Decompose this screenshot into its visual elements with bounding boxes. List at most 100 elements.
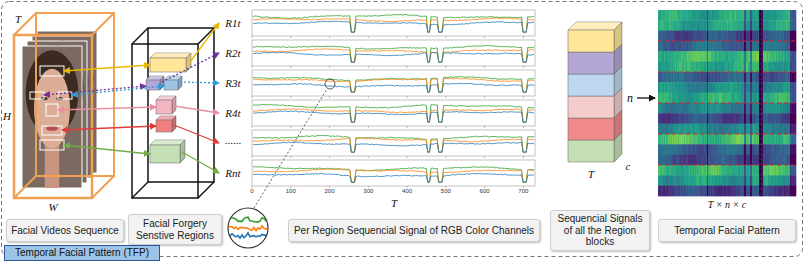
heatmap-cell — [773, 93, 774, 104]
heatmap-cell — [700, 113, 701, 124]
tick-mark — [368, 36, 369, 38]
heatmap-cell — [766, 41, 767, 52]
heatmap-cell — [733, 113, 734, 124]
heatmap-cell — [737, 41, 738, 52]
region-box — [46, 104, 58, 116]
heatmap-cell — [736, 10, 737, 21]
heatmap-cell — [658, 51, 659, 62]
heatmap-cell — [696, 113, 697, 124]
heatmap-cell — [754, 31, 755, 42]
heatmap-cell — [680, 113, 681, 124]
heatmap-cell — [752, 20, 753, 31]
heatmap-cell — [792, 51, 793, 62]
heatmap-cell — [718, 51, 719, 62]
heatmap-cell — [680, 62, 681, 73]
heatmap-cell — [729, 20, 730, 31]
heatmap-cell — [720, 31, 721, 42]
heatmap-cell — [758, 41, 759, 52]
heatmap-cell — [710, 41, 711, 52]
heatmap-cell — [735, 10, 736, 21]
heatmap-cell — [791, 134, 792, 145]
heatmap-cell — [745, 51, 746, 62]
heatmap-cell — [724, 93, 725, 104]
heatmap-cell — [782, 72, 783, 83]
heatmap-cell — [729, 103, 730, 114]
signal-line — [253, 15, 534, 33]
heatmap-cell — [716, 93, 717, 104]
heatmap-cell — [695, 62, 696, 73]
heatmap-cell — [740, 51, 741, 62]
heatmap-cell — [716, 124, 717, 135]
heatmap-cell — [736, 134, 737, 145]
heatmap-cell — [685, 20, 686, 31]
heatmap-cell — [734, 20, 735, 31]
heatmap-cell — [779, 41, 780, 52]
heatmap-cell — [758, 20, 759, 31]
heatmap-cell — [788, 20, 789, 31]
heatmap-cell — [764, 103, 765, 114]
heatmap-cell — [703, 51, 704, 62]
heatmap-cell — [791, 62, 792, 73]
heatmap-cell — [683, 72, 684, 83]
heatmap-cell — [677, 31, 678, 42]
heatmap-cell — [743, 134, 744, 145]
heatmap-cell — [710, 51, 711, 62]
neck — [45, 143, 59, 188]
heatmap-cell — [745, 20, 746, 31]
heatmap-cell — [689, 62, 690, 73]
heatmap-cell — [749, 41, 750, 52]
heatmap-cell — [716, 20, 717, 31]
heatmap-cell — [717, 51, 718, 62]
heatmap-cell — [707, 51, 708, 62]
heatmap-cell — [698, 41, 699, 52]
heatmap-cell — [670, 113, 671, 124]
heatmap-cell — [752, 10, 753, 21]
heatmap-cell — [668, 62, 669, 73]
heatmap-cell — [725, 93, 726, 104]
heatmap-cell — [789, 93, 790, 104]
heatmap-cell — [739, 51, 740, 62]
heatmap-cell — [667, 62, 668, 73]
heatmap-cell — [684, 113, 685, 124]
heatmap-cell — [732, 103, 733, 114]
heatmap-cell — [741, 10, 742, 21]
heatmap-cell — [687, 31, 688, 42]
heatmap-cell — [670, 31, 671, 42]
heatmap-cell — [776, 31, 777, 42]
heatmap-cell — [672, 113, 673, 124]
heatmap-cell — [755, 124, 756, 135]
heatmap-cell — [731, 124, 732, 135]
heatmap-cell — [744, 103, 745, 114]
heatmap-cell — [662, 31, 663, 42]
heatmap-cell — [755, 93, 756, 104]
heatmap-cell — [700, 10, 701, 21]
heatmap-cell — [709, 124, 710, 135]
heatmap-cell — [729, 10, 730, 21]
heatmap-cell — [700, 31, 701, 42]
heatmap-cell — [740, 72, 741, 83]
heatmap-cell — [775, 113, 776, 124]
heatmap-cell — [747, 51, 748, 62]
heatmap-cell — [743, 113, 744, 124]
heatmap-cell — [730, 62, 731, 73]
heatmap-cell — [724, 103, 725, 114]
heatmap-cell — [778, 124, 779, 135]
heatmap-cell — [705, 93, 706, 104]
heatmap-cell — [781, 82, 782, 93]
heatmap-cell — [795, 31, 796, 42]
heatmap-cell — [687, 51, 688, 62]
heatmap-cell — [785, 31, 786, 42]
heatmap-cell — [685, 51, 686, 62]
heatmap-cell — [761, 20, 762, 31]
signal-block — [568, 140, 614, 162]
heatmap-cell — [672, 124, 673, 135]
heatmap-cell — [659, 82, 660, 93]
heatmap-cell — [750, 10, 751, 21]
heatmap-cell — [666, 51, 667, 62]
heatmap-cell — [770, 31, 771, 42]
heatmap-cell — [761, 10, 762, 21]
heatmap-cell — [661, 103, 662, 114]
heatmap-cell — [662, 113, 663, 124]
heatmap-cell — [685, 72, 686, 83]
heatmap-cell — [688, 31, 689, 42]
